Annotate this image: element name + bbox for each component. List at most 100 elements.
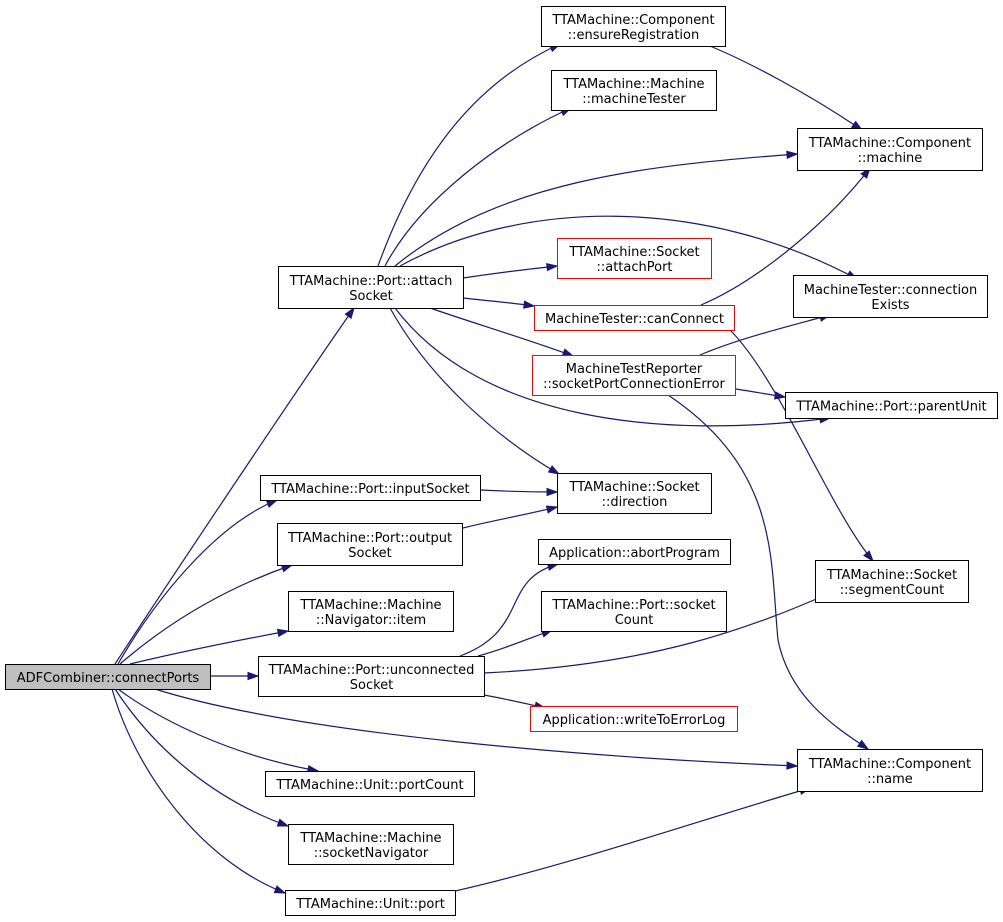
edge-connectPorts-to-componentName <box>154 688 798 767</box>
node-label-componentMachine-1: ::machine <box>858 151 923 166</box>
node-unitPort[interactable]: TTAMachine::Unit::port <box>285 890 456 916</box>
edge-connectPorts-to-outputSocket <box>119 564 293 665</box>
node-label-attachSocket-0: TTAMachine::Port::attach <box>289 274 453 289</box>
node-navItem[interactable]: TTAMachine::Machine::Navigator::item <box>288 591 454 632</box>
node-box-componentMachine <box>797 128 983 171</box>
edge-canConnect-to-componentMachine <box>700 167 871 306</box>
edge-attachSocket-to-ensureRegistration <box>377 43 561 267</box>
edge-canConnect-to-segmentCount-arrowhead <box>863 550 874 563</box>
node-box-ensureRegistration <box>541 6 726 47</box>
edge-attachSocket-to-socketAttachPort-arrowhead <box>546 262 559 272</box>
node-canConnect[interactable]: MachineTester::canConnect <box>534 305 735 331</box>
node-label-portSocketCount-1: Count <box>615 613 654 628</box>
node-box-inputSocket <box>260 475 481 501</box>
edge-connectPorts-to-attachSocket <box>114 307 355 665</box>
node-socketAttachPort[interactable]: TTAMachine::Socket::attachPort <box>557 238 712 279</box>
node-socketDirection[interactable]: TTAMachine::Socket::direction <box>557 473 712 514</box>
node-box-socketNavigator <box>288 824 454 865</box>
edge-socketPortConnectionError-to-componentName-arrowhead <box>856 739 870 750</box>
node-label-componentName-0: TTAMachine::Component <box>808 757 971 772</box>
node-label-socketDirection-0: TTAMachine::Socket <box>568 480 699 495</box>
edge-inputSocket-to-socketDirection-arrowhead <box>546 487 559 497</box>
node-label-socketPortConnectionError-0: MachineTestReporter <box>566 362 703 377</box>
edge-attachSocket-to-socketDirection-arrowhead <box>547 465 561 475</box>
node-box-socketPortConnectionError <box>532 355 736 396</box>
edge-connectPorts-to-unitPort-arrowhead <box>273 885 287 894</box>
node-unitPortCount[interactable]: TTAMachine::Unit::portCount <box>265 771 475 797</box>
node-label-canConnect-0: MachineTester::canConnect <box>545 312 724 327</box>
node-label-unitPort-0: TTAMachine::Unit::port <box>295 897 445 912</box>
node-box-connectPorts <box>5 664 211 690</box>
edge-inputSocket-to-socketDirection <box>479 489 558 493</box>
edge-unitPort-to-componentName <box>454 787 811 892</box>
node-label-unitPortCount-0: TTAMachine::Unit::portCount <box>275 778 463 793</box>
edge-socketPortConnectionError-to-parentUnit-arrowhead <box>773 391 787 400</box>
edge-attachSocket-to-socketPortConnectionError-arrowhead <box>561 348 575 357</box>
node-segmentCount[interactable]: TTAMachine::Socket::segmentCount <box>815 560 969 603</box>
node-box-segmentCount <box>815 560 969 603</box>
node-abortProgram[interactable]: Application::abortProgram <box>538 539 731 565</box>
node-label-navItem-1: ::Navigator::item <box>316 613 426 628</box>
edge-connectPorts-to-componentName-arrowhead <box>786 761 799 770</box>
edges-layer <box>111 43 874 894</box>
node-box-connectionExists <box>793 275 988 318</box>
node-inputSocket[interactable]: TTAMachine::Port::inputSocket <box>260 475 481 501</box>
node-label-connectionExists-0: MachineTester::connection <box>804 283 978 298</box>
edge-connectPorts-to-socketNavigator <box>114 688 289 827</box>
node-label-segmentCount-1: ::segmentCount <box>840 583 944 598</box>
edge-unconnectedSocket-to-segmentCount <box>483 583 851 674</box>
edge-socketPortConnectionError-to-connectionExists <box>699 314 831 356</box>
node-label-outputSocket-1: Socket <box>348 546 392 561</box>
node-componentMachine[interactable]: TTAMachine::Component::machine <box>797 128 983 171</box>
node-machineTester[interactable]: TTAMachine::Machine::machineTester <box>551 70 717 111</box>
node-box-unitPortCount <box>265 771 475 797</box>
node-label-socketPortConnectionError-1: ::socketPortConnectionError <box>543 377 725 392</box>
edge-attachSocket-to-machineTester <box>384 107 572 267</box>
edge-socketPortConnectionError-to-componentName <box>667 394 869 750</box>
edge-connectPorts-to-unitPortCount <box>117 688 319 772</box>
node-ensureRegistration[interactable]: TTAMachine::Component::ensureRegistratio… <box>541 6 726 47</box>
node-label-ensureRegistration-1: ::ensureRegistration <box>568 28 699 43</box>
edge-connectPorts-to-navItem <box>129 630 289 665</box>
node-label-unconnectedSocket-1: Socket <box>350 678 394 693</box>
node-label-ensureRegistration-0: TTAMachine::Component <box>551 13 714 28</box>
edge-attachSocket-to-socketAttachPort <box>462 265 558 279</box>
node-componentName[interactable]: TTAMachine::Component::name <box>797 749 983 792</box>
edge-connectPorts-to-navItem-arrowhead <box>276 628 290 638</box>
node-parentUnit[interactable]: TTAMachine::Port::parentUnit <box>785 392 998 419</box>
node-label-socketNavigator-0: TTAMachine::Machine <box>299 831 441 846</box>
edge-outputSocket-to-socketDirection <box>462 506 558 529</box>
node-box-socketAttachPort <box>557 238 712 279</box>
node-label-abortProgram-0: Application::abortProgram <box>549 546 720 561</box>
node-connectPorts[interactable]: ADFCombiner::connectPorts <box>5 664 211 690</box>
node-socketNavigator[interactable]: TTAMachine::Machine::socketNavigator <box>288 824 454 865</box>
edge-connectPorts-to-unitPort <box>111 688 286 894</box>
node-label-portSocketCount-0: TTAMachine::Port::socket <box>551 598 715 613</box>
node-writeToErrorLog[interactable]: Application::writeToErrorLog <box>530 706 738 732</box>
node-box-outputSocket <box>277 523 463 566</box>
edge-unconnectedSocket-to-portSocketCount <box>477 629 553 657</box>
node-label-unconnectedSocket-0: TTAMachine::Port::unconnected <box>268 663 475 678</box>
node-label-parentUnit-0: TTAMachine::Port::parentUnit <box>795 400 986 415</box>
node-label-navItem-0: TTAMachine::Machine <box>299 598 441 613</box>
node-box-canConnect <box>534 305 735 331</box>
node-box-abortProgram <box>538 539 731 565</box>
edge-connectPorts-to-socketNavigator-arrowhead <box>276 818 290 827</box>
node-label-componentName-1: ::name <box>867 772 913 787</box>
node-label-segmentCount-0: TTAMachine::Socket <box>826 568 957 583</box>
node-label-inputSocket-0: TTAMachine::Port::inputSocket <box>270 482 469 497</box>
node-box-unconnectedSocket <box>258 656 485 697</box>
node-label-outputSocket-0: TTAMachine::Port::output <box>287 531 452 546</box>
nodes-layer: ADFCombiner::connectPorts TTAMachine::Por… <box>5 6 998 916</box>
node-socketPortConnectionError[interactable]: MachineTestReporter::socketPortConnectio… <box>532 355 736 396</box>
node-box-unitPort <box>285 890 456 916</box>
node-label-socketDirection-1: ::direction <box>602 495 668 510</box>
node-label-machineTester-0: TTAMachine::Machine <box>562 77 704 92</box>
node-label-machineTester-1: ::machineTester <box>582 92 686 107</box>
